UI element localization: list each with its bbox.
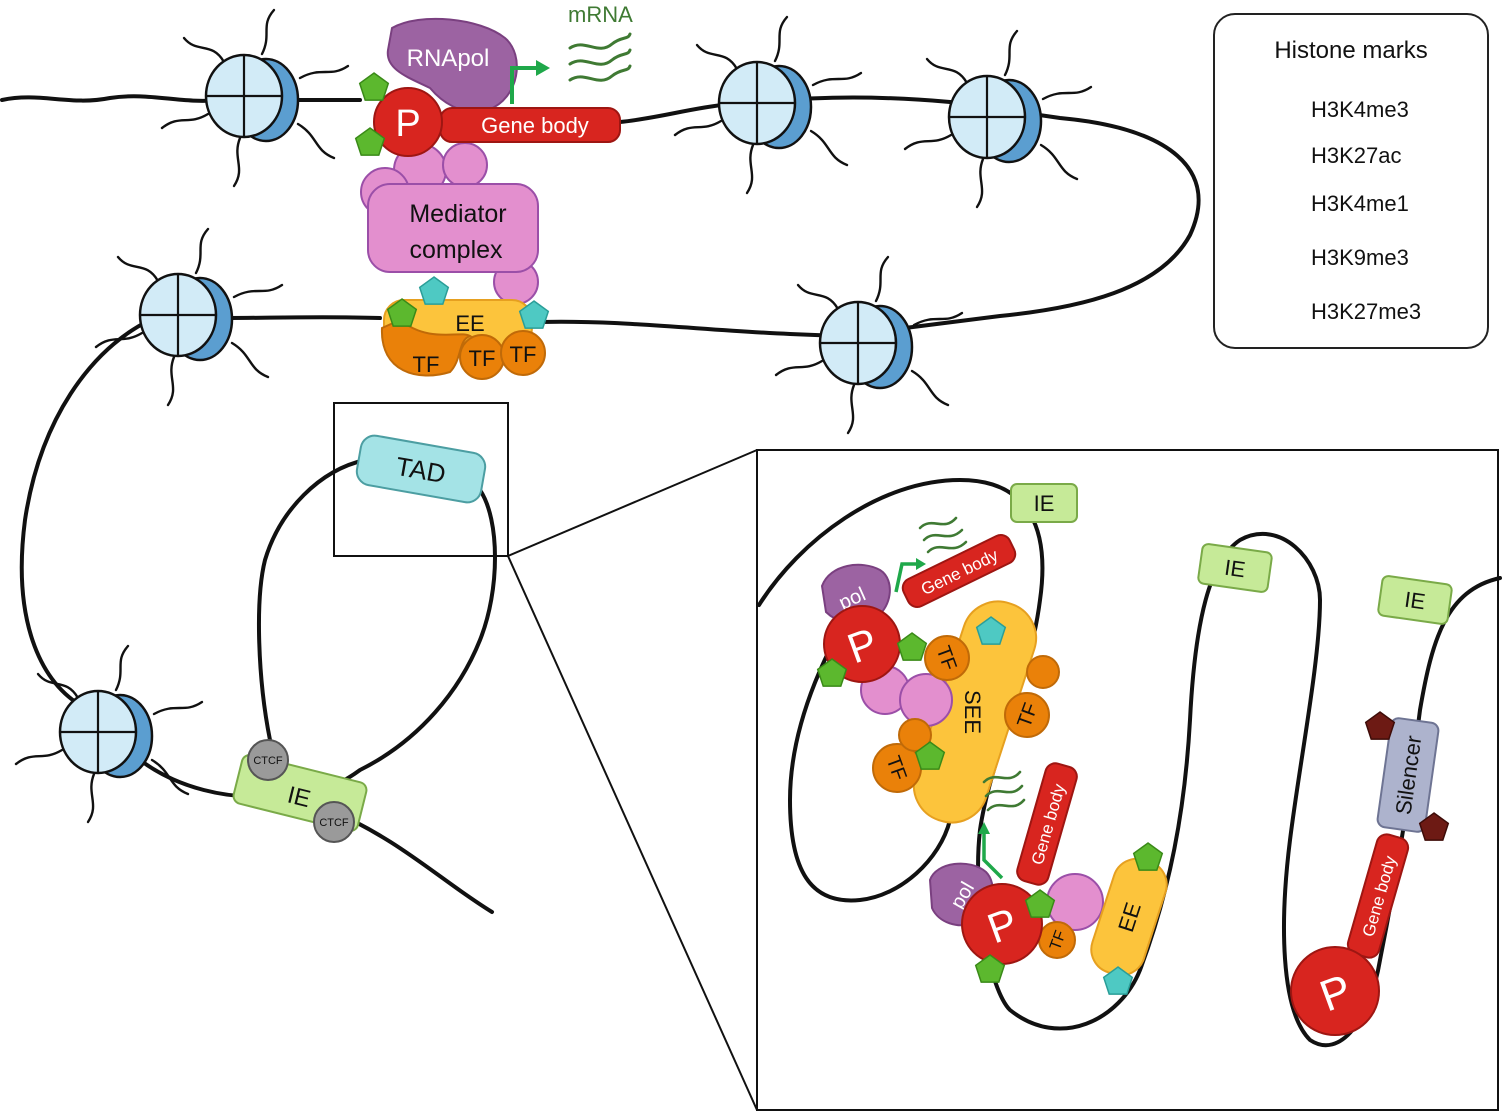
promoter: P bbox=[961, 883, 1043, 965]
tad-marker: TAD bbox=[355, 434, 487, 504]
tss-arrow-icon bbox=[894, 562, 918, 593]
nucleosome bbox=[774, 255, 964, 435]
insulator-element: IE bbox=[1377, 575, 1453, 625]
insulator-label: IE bbox=[1403, 587, 1427, 615]
transcription-factor: TF bbox=[924, 635, 970, 681]
tf-label: TF bbox=[469, 346, 496, 371]
nucleosome bbox=[673, 15, 863, 195]
histone-marks-legend: Histone marks H3K4me3 H3K27ac H3K4me1 H3… bbox=[1213, 13, 1489, 349]
tss-arrowhead-icon bbox=[978, 822, 990, 834]
gene-body-label: Gene body bbox=[481, 113, 589, 138]
transcription-factor: TF bbox=[872, 743, 922, 793]
transcription-factor: TF bbox=[459, 334, 505, 380]
ctcf-label: CTCF bbox=[253, 755, 283, 767]
tf-label: TF bbox=[510, 342, 537, 367]
mediator-subunit bbox=[899, 673, 953, 727]
promoter: P bbox=[373, 87, 443, 157]
tss-arrow-icon bbox=[982, 832, 1004, 880]
tad-loop bbox=[256, 458, 497, 914]
mrna-icon bbox=[918, 516, 968, 554]
nucleosome bbox=[14, 644, 204, 824]
enhancer-label: EE bbox=[455, 311, 484, 336]
insulator-label: IE bbox=[1223, 555, 1247, 583]
rna-polymerase: RNApol bbox=[386, 17, 518, 113]
legend-title: Histone marks bbox=[1274, 37, 1428, 64]
mediator-complex: Mediator complex bbox=[360, 142, 539, 305]
zoom-line bbox=[507, 555, 758, 1111]
transcription-factor: TF bbox=[500, 330, 546, 376]
super-enhancer-label: SEE bbox=[960, 690, 985, 734]
mediator-label-line2: complex bbox=[409, 236, 503, 264]
mediator-label-line1: Mediator bbox=[409, 200, 506, 228]
mrna-icon bbox=[982, 770, 1026, 812]
transcription-factor: TF bbox=[1038, 921, 1076, 959]
zoom-line bbox=[507, 449, 758, 557]
ctcf-protein: CTCF bbox=[313, 801, 355, 843]
legend-entry-h3k4me3: H3K4me3 bbox=[1311, 97, 1409, 122]
rna-pol-label: RNApol bbox=[407, 45, 490, 72]
tss-arrowhead-icon bbox=[916, 558, 926, 570]
mrna-icon bbox=[568, 32, 632, 82]
insulator-label: IE bbox=[1034, 491, 1055, 516]
legend-entry-h3k9me3: H3K9me3 bbox=[1311, 245, 1409, 270]
h3k4me1-mark bbox=[418, 276, 450, 305]
gene-body: Gene body bbox=[439, 107, 621, 143]
transcription-factor: TF bbox=[1004, 692, 1050, 738]
tss-arrow-icon bbox=[510, 66, 538, 104]
legend-entry-h3k27me3: H3K27me3 bbox=[1311, 299, 1422, 324]
mrna-label: mRNA bbox=[568, 2, 633, 27]
transcription-factor bbox=[1026, 655, 1060, 689]
tf-label: TF bbox=[1047, 928, 1070, 952]
legend-entry-h3k27ac: H3K27ac bbox=[1311, 143, 1402, 168]
ctcf-label: CTCF bbox=[319, 817, 349, 829]
zoom-source-box bbox=[333, 402, 509, 557]
tss-arrowhead-icon bbox=[536, 60, 550, 76]
insulator-element: IE bbox=[1010, 483, 1078, 523]
tf-label: TF bbox=[413, 352, 440, 377]
silencer: Silencer bbox=[1376, 717, 1440, 833]
insulator-element: IE bbox=[1197, 543, 1273, 593]
promoter-label: P bbox=[395, 103, 420, 145]
ctcf-protein: CTCF bbox=[247, 739, 289, 781]
legend-entry-h3k4me1: H3K4me1 bbox=[1311, 191, 1409, 216]
h3k4me3-mark bbox=[358, 72, 390, 101]
transcription-factor bbox=[898, 718, 932, 752]
promoter: P bbox=[1290, 946, 1380, 1036]
